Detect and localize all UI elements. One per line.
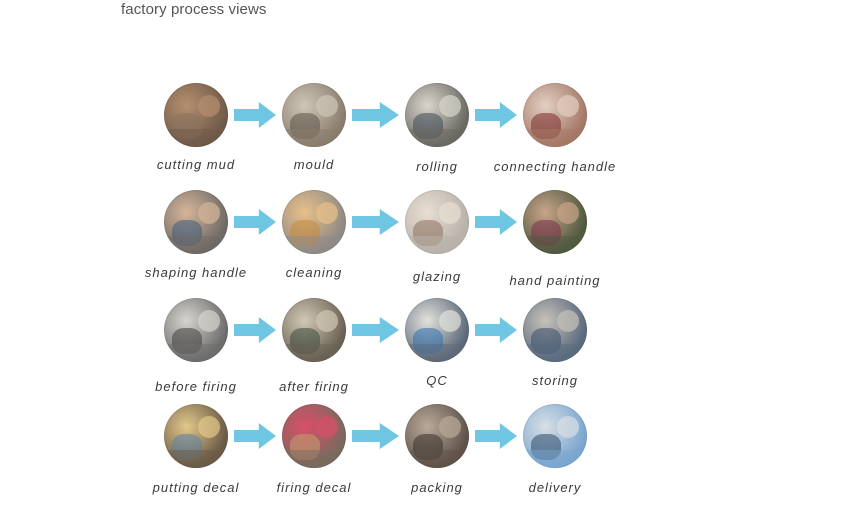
process-label-packing: packing [411,480,463,495]
arrow-right-icon [352,209,399,235]
arrow-right-shape [234,423,276,449]
arrow-right-shape [352,102,399,128]
page-title: factory process views [121,1,267,18]
process-photo-hand-painting [523,190,587,254]
process-label-cutting-mud: cutting mud [156,157,236,172]
arrow-right-shape [475,209,517,235]
arrow-right-icon [234,423,276,449]
arrow-right-icon [475,423,517,449]
process-photo-rolling [405,83,469,147]
process-label-putting-decal: putting decal [152,480,240,495]
process-label-qc: QC [426,373,448,388]
process-photo-firing-decal [282,404,346,468]
arrow-right-icon [234,209,276,235]
process-photo-putting-decal [164,404,228,468]
arrow-right-shape [352,423,399,449]
arrow-right-shape [475,317,517,343]
arrow-right-icon [352,102,399,128]
process-photo-cutting-mud [164,83,228,147]
process-label-after-firing: after firing [279,379,349,394]
process-photo-connecting-handle [523,83,587,147]
process-photo-after-firing [282,298,346,362]
process-photo-qc [405,298,469,362]
process-label-delivery: delivery [528,480,582,495]
process-photo-cleaning [282,190,346,254]
process-label-storing: storing [531,373,579,388]
process-label-connecting-handle: connecting handle [493,159,617,174]
arrow-right-shape [475,423,517,449]
arrow-right-icon [475,102,517,128]
process-photo-glazing [405,190,469,254]
process-photo-shaping-handle [164,190,228,254]
process-label-shaping-handle: shaping handle [144,265,248,280]
arrow-right-shape [234,209,276,235]
arrow-right-icon [352,317,399,343]
process-photo-mould [282,83,346,147]
process-label-firing-decal: firing decal [276,480,352,495]
process-label-cleaning: cleaning [285,265,343,280]
arrow-right-shape [352,209,399,235]
arrow-right-shape [234,317,276,343]
process-label-before-firing: before firing [155,379,237,394]
arrow-right-shape [352,317,399,343]
process-photo-delivery [523,404,587,468]
process-label-mould: mould [293,157,335,172]
process-label-hand-painting: hand painting [509,273,601,288]
arrow-right-icon [475,209,517,235]
process-photo-before-firing [164,298,228,362]
arrow-right-icon [475,317,517,343]
process-label-glazing: glazing [412,269,462,284]
arrow-right-shape [234,102,276,128]
arrow-right-shape [475,102,517,128]
process-photo-packing [405,404,469,468]
arrow-right-icon [234,102,276,128]
process-label-rolling: rolling [416,159,458,174]
arrow-right-icon [352,423,399,449]
process-photo-storing [523,298,587,362]
arrow-right-icon [234,317,276,343]
